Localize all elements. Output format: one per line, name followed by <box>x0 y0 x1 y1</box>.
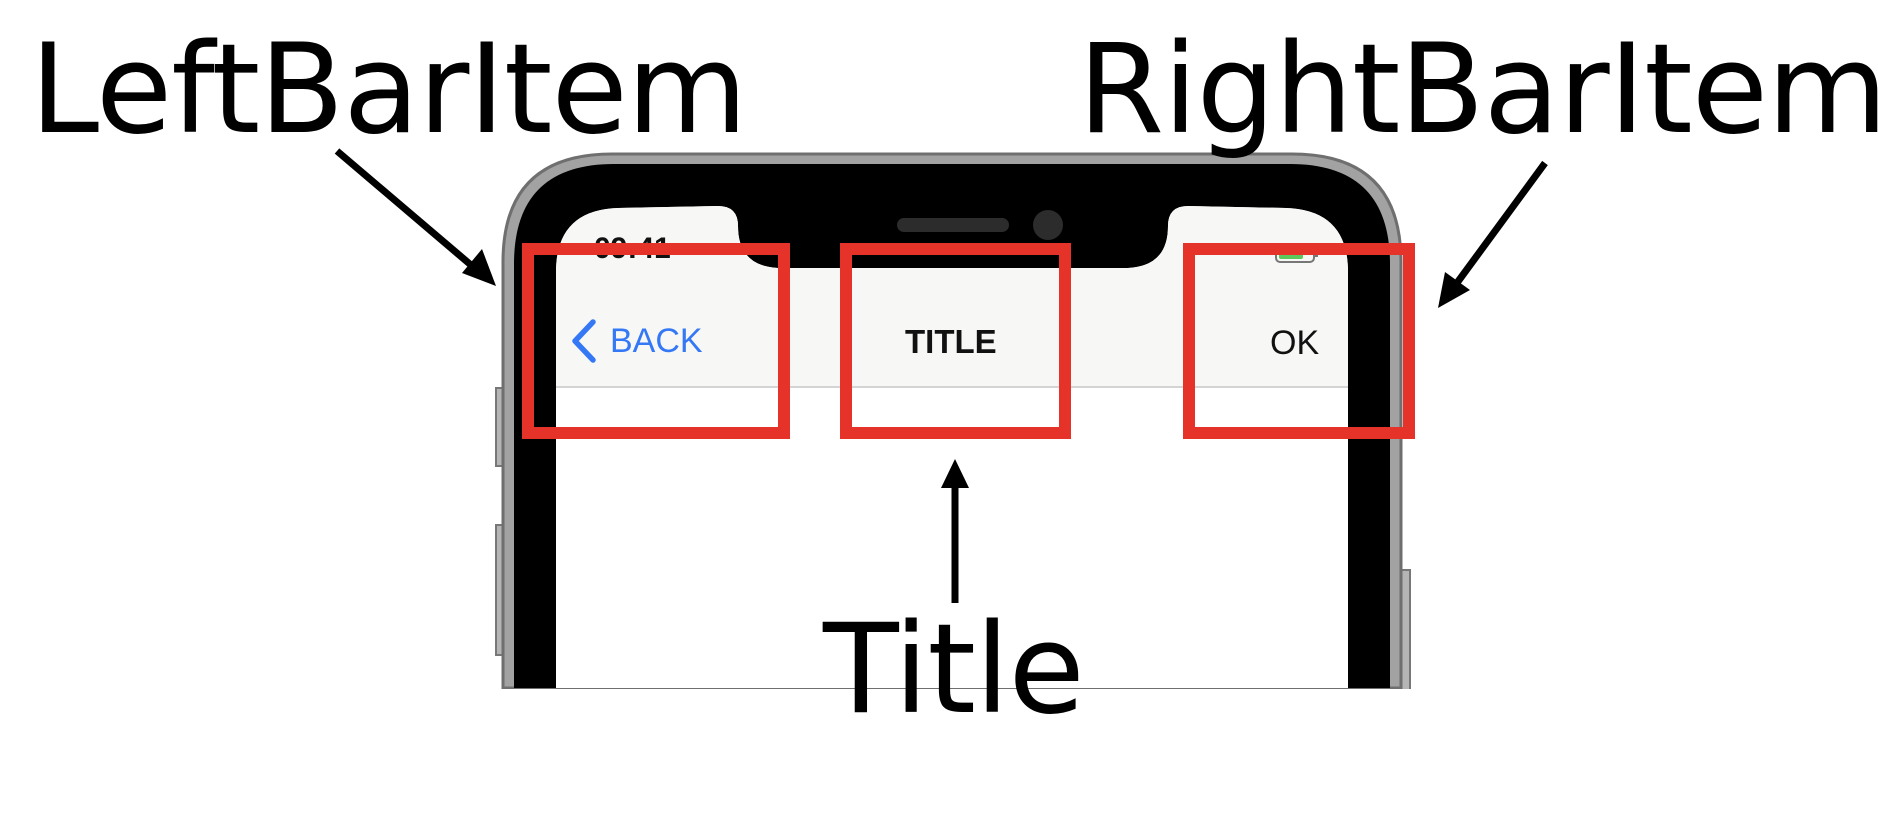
ok-button-label[interactable]: OK <box>1270 324 1320 362</box>
speaker-grille <box>897 218 1009 232</box>
left-bar-item-callout: LeftBarItem <box>30 18 748 162</box>
left-bar-item-highlight <box>522 243 790 439</box>
nav-bar-background <box>556 206 1348 387</box>
arrow-right-callout <box>1438 160 1548 308</box>
arrow-left-callout <box>334 148 496 286</box>
crop-mask <box>490 689 1420 816</box>
title-highlight <box>840 243 1071 439</box>
title-callout: Title <box>823 598 1085 742</box>
front-camera <box>1033 210 1063 240</box>
chevron-left-icon[interactable] <box>572 319 596 363</box>
nav-title: TITLE <box>905 323 997 360</box>
right-bar-item-highlight <box>1183 243 1415 439</box>
back-button-label[interactable]: BACK <box>610 322 703 360</box>
right-bar-item-callout: RightBarItem <box>1078 18 1878 162</box>
arrow-title-callout <box>941 459 969 603</box>
